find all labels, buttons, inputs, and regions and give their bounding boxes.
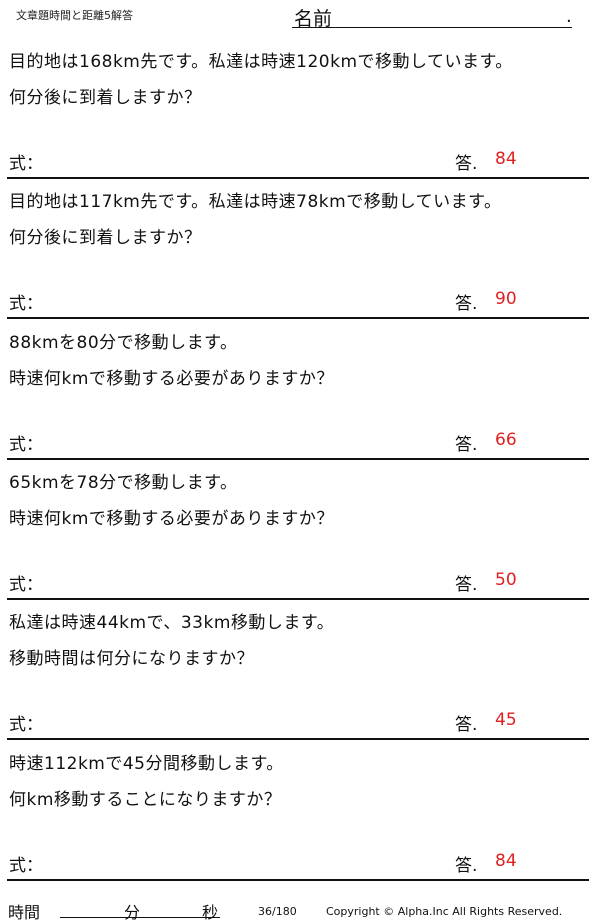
problem-question-line2: 移動時間は何分になりますか？ <box>9 649 254 669</box>
problem-divider <box>7 879 589 881</box>
problem-question-line2: 時速何kmで移動する必要がありますか？ <box>9 509 334 529</box>
problem-divider <box>7 177 589 179</box>
answer-label: 答. <box>455 575 478 595</box>
worksheet-title: 文章題時間と距離5解答 <box>16 9 133 22</box>
seconds-label: 秒 <box>202 903 219 922</box>
problem-divider <box>7 458 589 460</box>
time-underline <box>60 917 220 918</box>
answer-value: 50 <box>495 570 517 590</box>
formula-label: 式： <box>9 154 43 174</box>
problem-question-line1: 時速112kmで45分間移動します。 <box>9 754 284 774</box>
problem-question-line1: 目的地は117km先です。私達は時速78kmで移動しています。 <box>9 192 502 212</box>
formula-label: 式： <box>9 435 43 455</box>
page-number: 36/180 <box>258 905 297 918</box>
answer-value: 84 <box>495 851 517 871</box>
answer-label: 答. <box>455 435 478 455</box>
minutes-label: 分 <box>124 903 141 922</box>
answer-value: 90 <box>495 289 517 309</box>
time-label: 時間 <box>8 903 41 922</box>
problem-4: 65kmを78分で移動します。 時速何kmで移動する必要がありますか？ 式： 答… <box>0 465 600 605</box>
problem-question-line1: 65kmを78分で移動します。 <box>9 473 238 493</box>
answer-label: 答. <box>455 294 478 314</box>
problem-question-line2: 何分後に到着しますか？ <box>9 88 202 108</box>
problem-2: 目的地は117km先です。私達は時速78kmで移動しています。 何分後に到着しま… <box>0 184 600 324</box>
formula-label: 式： <box>9 856 43 876</box>
problem-question-line1: 私達は時速44kmで、33km移動します。 <box>9 613 335 633</box>
problem-1: 目的地は168km先です。私達は時速120kmで移動しています。 何分後に到着し… <box>0 44 600 184</box>
problem-question-line2: 何分後に到着しますか？ <box>9 228 202 248</box>
answer-label: 答. <box>455 856 478 876</box>
answer-label: 答. <box>455 715 478 735</box>
answer-value: 66 <box>495 430 517 450</box>
problem-divider <box>7 598 589 600</box>
problem-5: 私達は時速44kmで、33km移動します。 移動時間は何分になりますか？ 式： … <box>0 605 600 745</box>
problem-question-line1: 目的地は168km先です。私達は時速120kmで移動しています。 <box>9 52 513 72</box>
worksheet-footer: 時間 分 秒 36/180 Copyright © Alpha.Inc All … <box>0 896 600 924</box>
formula-label: 式： <box>9 575 43 595</box>
answer-label: 答. <box>455 154 478 174</box>
name-underline <box>292 27 572 28</box>
formula-label: 式： <box>9 715 43 735</box>
answer-value: 45 <box>495 710 517 730</box>
problem-question-line1: 88kmを80分で移動します。 <box>9 333 238 353</box>
problem-3: 88kmを80分で移動します。 時速何kmで移動する必要がありますか？ 式： 答… <box>0 325 600 465</box>
problem-divider <box>7 317 589 319</box>
problem-question-line2: 時速何kmで移動する必要がありますか？ <box>9 369 334 389</box>
problem-6: 時速112kmで45分間移動します。 何km移動することになりますか？ 式： 答… <box>0 746 600 886</box>
formula-label: 式： <box>9 294 43 314</box>
problem-divider <box>7 738 589 740</box>
copyright-text: Copyright © Alpha.Inc All Rights Reserve… <box>326 905 563 918</box>
answer-value: 84 <box>495 149 517 169</box>
name-dot: . <box>566 6 572 27</box>
name-label: 名前 <box>294 8 333 30</box>
problem-question-line2: 何km移動することになりますか？ <box>9 790 282 810</box>
